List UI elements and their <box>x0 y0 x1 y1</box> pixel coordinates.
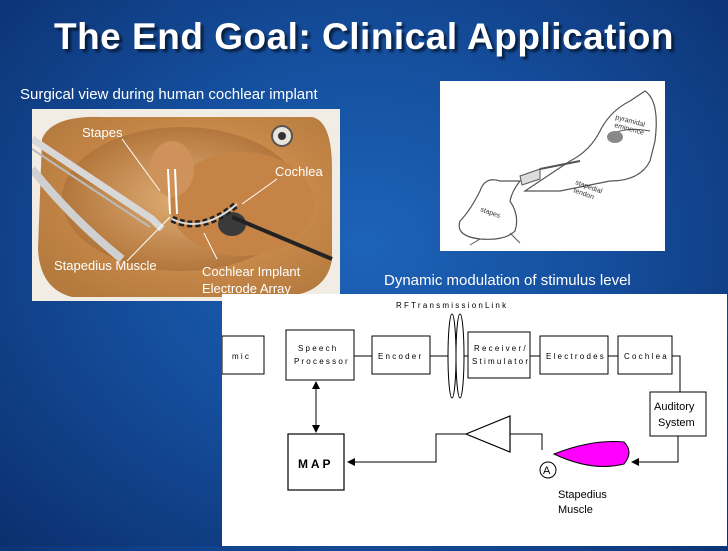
label-muscle-2: Muscle <box>558 504 593 516</box>
label-electrodes: E l e c t r o d e s <box>546 352 604 361</box>
box-cochlea <box>617 335 673 375</box>
label-muscle-1: Stapedius <box>558 489 607 501</box>
box-receiver <box>467 331 531 379</box>
anatomy-sketch-drawing: pyramidal eminence stapedial tendon stap… <box>458 90 657 246</box>
label-electrode-line1: Cochlear Implant <box>202 264 301 279</box>
label-speech-1: S p e e c h <box>298 344 336 353</box>
label-auditory-2: System <box>658 417 695 429</box>
box-auditory-system <box>649 391 707 437</box>
label-encoder: E n c o d e r <box>378 352 421 361</box>
surgical-photo: Stapes Cochlea Stapedius Muscle Cochlear… <box>32 109 340 301</box>
label-map: M A P <box>298 457 330 471</box>
box-map <box>287 433 345 491</box>
label-receiver-1: R e c e i v e r / <box>474 344 526 353</box>
amplifier-symbol: A <box>543 465 551 477</box>
rf-coil-left <box>447 313 457 399</box>
rf-coil-right <box>455 313 465 399</box>
label-mic: m i c <box>232 352 249 361</box>
box-mic <box>221 335 265 375</box>
box-speech-processor <box>285 329 355 381</box>
surgical-photo-illustration <box>32 109 340 301</box>
label-cochlea: C o c h l e a <box>624 352 667 361</box>
label-auditory-1: Auditory <box>654 401 695 413</box>
amplifier-triangle <box>464 415 511 453</box>
label-stapes: Stapes <box>82 125 123 140</box>
block-diagram-drawing: R F T r a n s m i s s i o n L i n k m i … <box>221 301 707 516</box>
muscle-shape <box>552 441 630 467</box>
amplifier-circle <box>539 461 557 479</box>
box-electrodes <box>539 335 609 375</box>
block-diagram: R F T r a n s m i s s i o n L i n k m i … <box>221 294 727 546</box>
diagram-caption: Dynamic modulation of stimulus level <box>384 272 631 289</box>
sketch-label-stapes: stapes <box>479 206 501 220</box>
label-receiver-2: S t i m u l a t o r <box>472 357 528 366</box>
label-electrode-line2: Electrode Array <box>202 281 291 296</box>
box-encoder <box>371 335 431 375</box>
slide-title: The End Goal: Clinical Application <box>53 16 674 57</box>
label-cochlea: Cochlea <box>275 164 323 179</box>
anatomy-sketch: pyramidal eminence stapedial tendon stap… <box>440 81 665 251</box>
label-stapedius-muscle: Stapedius Muscle <box>54 258 157 273</box>
label-speech-2: P r o c e s s o r <box>294 357 348 366</box>
label-rf-link: R F T r a n s m i s s i o n L i n k <box>396 301 507 310</box>
photo-caption: Surgical view during human cochlear impl… <box>20 86 318 103</box>
